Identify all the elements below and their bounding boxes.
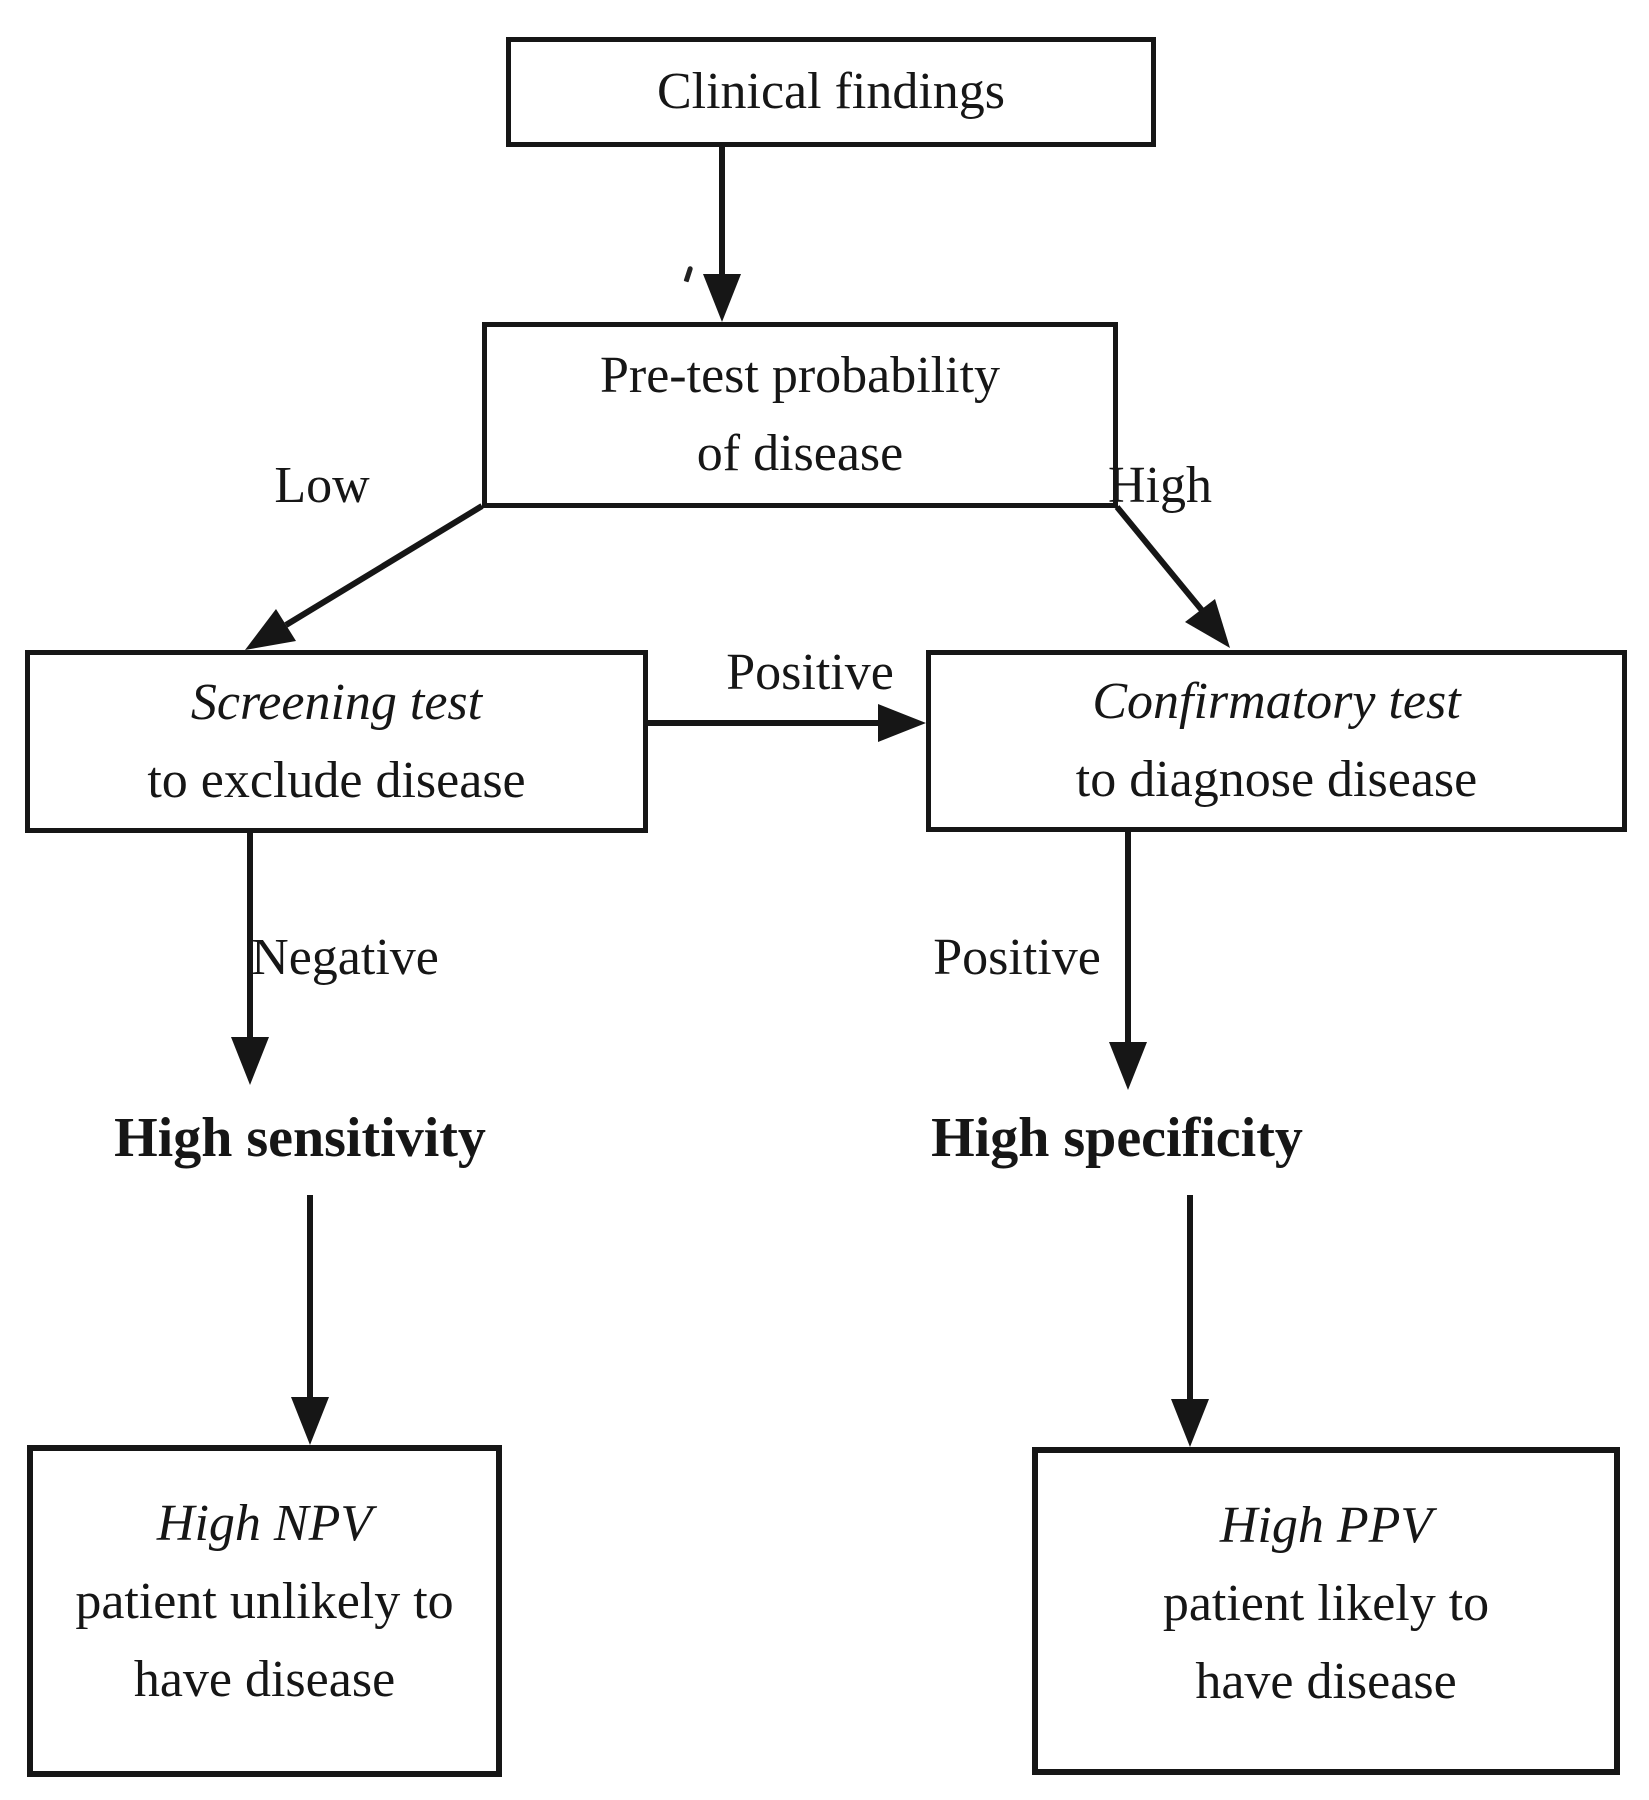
- node-confirmatory-test: Confirmatory test to diagnose disease: [926, 650, 1627, 832]
- node-npv-line2: patient unlikely to: [75, 1573, 454, 1630]
- arrow-pretest-to-confirmatory: [1114, 505, 1230, 648]
- arrow-screening-to-sensitivity: [231, 833, 269, 1085]
- arrow-sensitivity-to-npv: [291, 1195, 329, 1445]
- node-ppv-title: High PPV: [1219, 1497, 1433, 1554]
- node-pretest-probability: Pre-test probability of disease: [482, 322, 1118, 508]
- node-screening-title: Screening test: [190, 673, 483, 731]
- node-clinical-findings-label: Clinical findings: [656, 63, 1006, 120]
- node-ppv-line2: patient likely to: [1162, 1575, 1490, 1632]
- node-npv-line3: have disease: [133, 1651, 396, 1708]
- node-confirmatory-subtitle: to diagnose disease: [1075, 751, 1478, 808]
- node-pretest-line2: of disease: [696, 425, 904, 482]
- edge-label-low: Low: [274, 457, 370, 514]
- edge-label-negative: Negative: [251, 929, 439, 986]
- label-high-specificity: High specificity: [931, 1107, 1303, 1169]
- arrow-clinical-to-pretest: [703, 147, 741, 322]
- node-clinical-findings: Clinical findings: [506, 37, 1156, 147]
- edge-label-high: High: [1108, 457, 1212, 514]
- arrow-screening-to-confirmatory: [648, 704, 926, 742]
- arrow-specificity-to-ppv: [1171, 1195, 1209, 1447]
- node-high-ppv: High PPV patient likely to have disease: [1032, 1447, 1620, 1775]
- node-npv-title: High NPV: [156, 1495, 373, 1552]
- arrow-pretest-to-screening: [245, 503, 484, 650]
- node-pretest-line1: Pre-test probability: [599, 347, 1001, 404]
- edge-label-confirm-positive: Positive: [933, 929, 1101, 986]
- node-high-npv: High NPV patient unlikely to have diseas…: [27, 1445, 502, 1777]
- label-high-sensitivity: High sensitivity: [114, 1107, 486, 1169]
- node-confirmatory-title: Confirmatory test: [1092, 673, 1461, 730]
- edge-label-screen-positive: Positive: [726, 644, 894, 701]
- node-ppv-line3: have disease: [1195, 1653, 1457, 1710]
- node-screening-test: Screening test to exclude disease: [25, 650, 648, 833]
- node-screening-subtitle: to exclude disease: [147, 751, 526, 809]
- arrow-confirmatory-to-specificity: [1109, 832, 1147, 1090]
